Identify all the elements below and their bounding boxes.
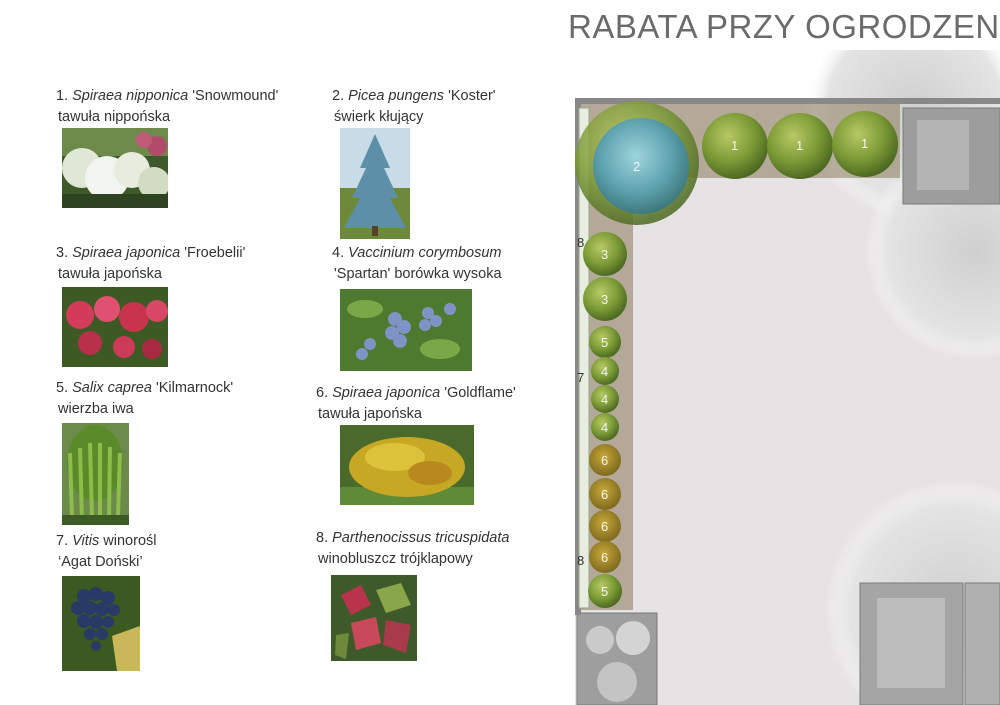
plant-spiraea-nipponica xyxy=(702,113,768,179)
plant-spiraea-goldflame xyxy=(589,478,621,510)
legend-cultivar: winorośl xyxy=(103,533,157,549)
legend-num: 7. xyxy=(56,533,69,549)
legend-cultivar: 'Goldflame' xyxy=(444,385,516,401)
plan-label: 7 xyxy=(577,370,584,385)
plan-label: 2 xyxy=(633,159,640,174)
legend-cultivar: 'Spartan' borówka wysoka xyxy=(334,266,502,282)
white-flowering-shrub-photo xyxy=(62,128,168,208)
plan-label: 1 xyxy=(796,138,803,153)
grapes-photo xyxy=(62,576,140,671)
plan-label: 6 xyxy=(601,487,608,502)
plant-spiraea-nipponica xyxy=(832,111,898,177)
pink-flowering-shrub-photo xyxy=(62,287,168,367)
legend-item-2: 2. Picea pungens 'Koster' świerk kłujący xyxy=(332,86,496,128)
plant-spiraea-nipponica xyxy=(767,113,833,179)
legend-latin: Spiraea japonica xyxy=(72,245,181,261)
plan-label: 4 xyxy=(601,364,608,379)
legend-common: tawuła nippońska xyxy=(58,109,171,125)
legend-num: 2. xyxy=(332,88,345,104)
legend-latin: Picea pungens xyxy=(348,88,445,104)
legend-latin: Parthenocissus tricuspidata xyxy=(332,530,510,546)
plant-salix-caprea xyxy=(589,326,621,358)
plan-label: 1 xyxy=(861,136,868,151)
legend-item-3: 3. Spiraea japonica 'Froebelii' tawuła j… xyxy=(56,243,245,285)
plant-spiraea-goldflame xyxy=(589,510,621,542)
legend-item-1: 1. Spiraea nipponica 'Snowmound' tawuła … xyxy=(56,86,278,128)
legend-item-5: 5. Salix caprea 'Kilmarnock' wierzba iwa xyxy=(56,378,233,420)
climber-strip xyxy=(578,107,590,609)
plant-spiraea-froebelii xyxy=(583,232,627,276)
legend-item-4: 4. Vaccinium corymbosum 'Spartan' borówk… xyxy=(332,243,502,285)
legend-num: 6. xyxy=(316,385,329,401)
plan-label: 1 xyxy=(731,138,738,153)
fence-top xyxy=(575,98,1000,104)
plant-spiraea-goldflame xyxy=(589,444,621,476)
legend-common: tawuła japońska xyxy=(318,406,422,422)
legend-common: winobluszcz trójklapowy xyxy=(318,551,473,567)
legend-common: wierzba iwa xyxy=(58,401,134,417)
plan-label: 8 xyxy=(577,553,584,568)
plan-label: 4 xyxy=(601,392,608,407)
legend-num: 5. xyxy=(56,380,69,396)
legend-num: 8. xyxy=(316,530,329,546)
legend-num: 1. xyxy=(56,88,69,104)
legend-latin: Salix caprea xyxy=(72,380,152,396)
plan-label: 5 xyxy=(601,584,608,599)
plant-vaccinium xyxy=(591,385,619,413)
legend-cultivar: 'Kilmarnock' xyxy=(155,380,234,396)
plant-vaccinium xyxy=(591,357,619,385)
plan-label: 6 xyxy=(601,550,608,565)
fence-left xyxy=(575,98,581,615)
plant-picea-pungens xyxy=(593,118,689,214)
plant-spiraea-froebelii xyxy=(583,277,627,321)
legend-latin: Vaccinium corymbosum xyxy=(348,245,502,261)
legend-cultivar: 'Snowmound' xyxy=(192,88,279,104)
plan-label: 3 xyxy=(601,247,608,262)
legend-common: ‘Agat Doński’ xyxy=(58,554,143,570)
plan-label: 4 xyxy=(601,420,608,435)
legend-latin: Spiraea nipponica xyxy=(72,88,189,104)
plan-label: 3 xyxy=(601,292,608,307)
legend-cultivar: 'Koster' xyxy=(448,88,496,104)
plan-label: 5 xyxy=(601,335,608,350)
page-title: RABATA PRZY OGRODZENIU xyxy=(568,8,1000,45)
plan-label: 6 xyxy=(601,519,608,534)
plant-salix-caprea xyxy=(588,574,622,608)
red-green-leaves-photo xyxy=(331,575,417,661)
garden-plan: 2 1 1 1 3 3 5 4 4 4 6 6 6 6 5 8 7 8 xyxy=(575,50,1000,705)
blue-spruce-photo xyxy=(340,128,410,239)
golden-shrub-photo xyxy=(340,425,474,505)
legend-num: 3. xyxy=(56,245,69,261)
legend-latin: Vitis xyxy=(72,533,100,549)
legend-common: świerk kłujący xyxy=(334,109,424,125)
plant-vaccinium xyxy=(591,413,619,441)
legend-latin: Spiraea japonica xyxy=(332,385,441,401)
plan-label: 6 xyxy=(601,453,608,468)
plan-label: 8 xyxy=(577,235,584,250)
legend-item-7: 7. Vitis winorośl ‘Agat Doński’ xyxy=(56,531,156,573)
legend-item-6: 6. Spiraea japonica 'Goldflame' tawuła j… xyxy=(316,383,516,425)
legend-num: 4. xyxy=(332,245,345,261)
weeping-willow-photo xyxy=(62,423,129,525)
plant-spiraea-goldflame xyxy=(589,541,621,573)
blueberries-photo xyxy=(340,289,472,371)
legend-common: tawuła japońska xyxy=(58,266,162,282)
legend-item-8: 8. Parthenocissus tricuspidata winoblusz… xyxy=(316,528,509,570)
legend-cultivar: 'Froebelii' xyxy=(184,245,246,261)
